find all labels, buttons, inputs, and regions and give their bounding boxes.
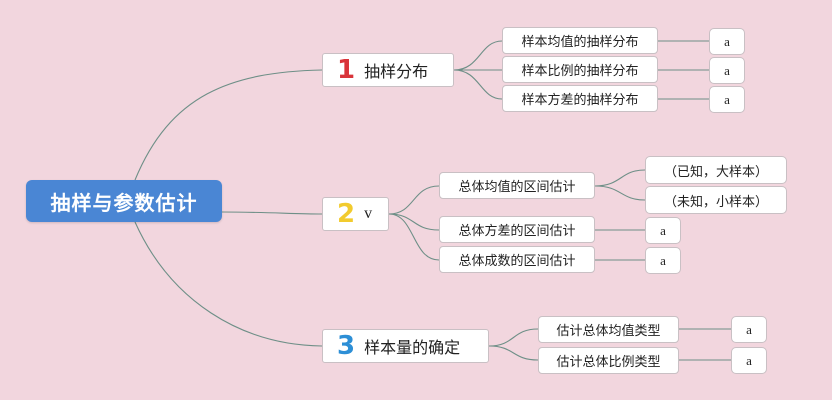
link-b1-sub1: [453, 40, 503, 71]
branch-3-sub-1[interactable]: 估计总体均值类型: [538, 316, 679, 343]
branch-3-sub-2-leaf[interactable]: a: [731, 347, 767, 374]
branch-2-sub-3-leaf[interactable]: a: [645, 247, 681, 274]
branch-2-number: 2: [337, 199, 356, 229]
branch-1-sub-2-leaf[interactable]: a: [709, 57, 745, 84]
branch-1[interactable]: 1 抽样分布: [322, 53, 454, 87]
branch-2-sub-1-leaf-1[interactable]: （已知，大样本）: [645, 156, 787, 184]
branch-1-sub-2[interactable]: 样本比例的抽样分布: [502, 56, 658, 83]
branch-3[interactable]: 3 样本量的确定: [322, 329, 489, 363]
branch-1-sub-1-leaf[interactable]: a: [709, 28, 745, 55]
branch-3-title: 样本量的确定: [364, 338, 461, 357]
branch-3-sub-2[interactable]: 估计总体比例类型: [538, 347, 679, 374]
link-b3-sub1: [488, 328, 539, 347]
link-b2-sub3: [388, 213, 440, 261]
link-b2-sub1-leaf1: [594, 169, 646, 187]
link-b2-sub1-leaf2: [594, 185, 646, 201]
link-b1-sub3: [453, 69, 503, 100]
link-b2-sub2: [388, 213, 440, 231]
branch-2-sub-3[interactable]: 总体成数的区间估计: [439, 246, 595, 273]
branch-2-sub-1[interactable]: 总体均值的区间估计: [439, 172, 595, 199]
link-root-branch-2: [221, 211, 323, 215]
link-b2-sub1: [388, 185, 440, 215]
branch-1-title: 抽样分布: [364, 62, 429, 81]
branch-2-sub-2-leaf[interactable]: a: [645, 217, 681, 244]
branch-2-title: v: [364, 205, 373, 222]
branch-3-number: 3: [337, 331, 356, 361]
branch-2-sub-2[interactable]: 总体方差的区间估计: [439, 216, 595, 243]
branch-3-sub-1-leaf[interactable]: a: [731, 316, 767, 343]
branch-2[interactable]: 2 v: [322, 197, 389, 231]
link-root-branch-1: [134, 69, 323, 181]
link-root-branch-3: [134, 221, 323, 347]
link-b3-sub2: [488, 345, 539, 361]
root-topic[interactable]: 抽样与参数估计: [26, 180, 222, 222]
branch-1-number: 1: [337, 55, 356, 85]
branch-2-sub-1-leaf-2[interactable]: （未知，小样本）: [645, 186, 787, 214]
branch-1-sub-3[interactable]: 样本方差的抽样分布: [502, 85, 658, 112]
branch-1-sub-3-leaf[interactable]: a: [709, 86, 745, 113]
branch-1-sub-1[interactable]: 样本均值的抽样分布: [502, 27, 658, 54]
